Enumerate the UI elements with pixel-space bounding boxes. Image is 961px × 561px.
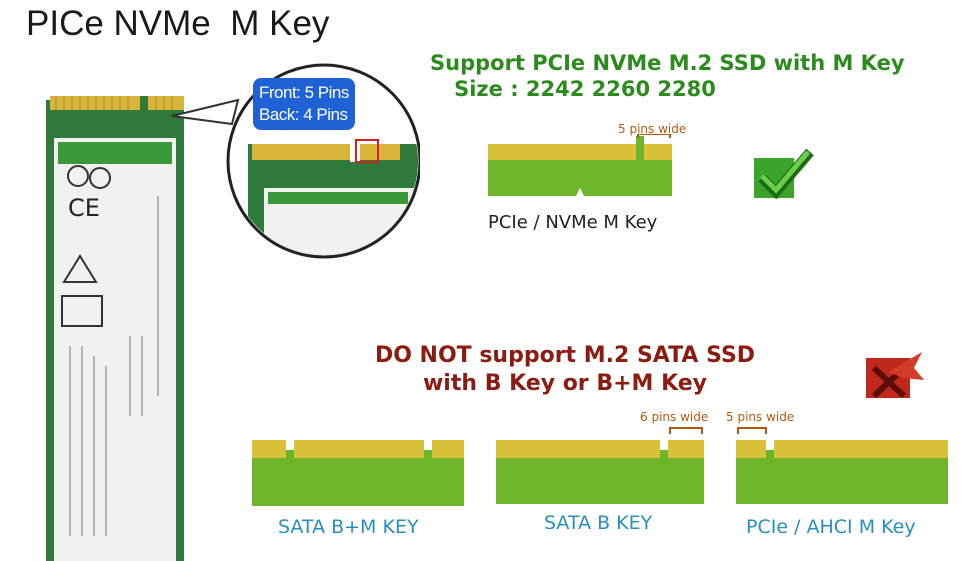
b-key-label: SATA B KEY: [544, 512, 653, 534]
page-title: PICe NVMe M Key: [26, 4, 330, 43]
m-key-pins-note: 5 pins wide: [618, 122, 687, 136]
m-key-label: PCIe / NVMe M Key: [488, 212, 658, 233]
svg-text:CE: CE: [68, 194, 100, 222]
b-key-connector: [496, 427, 704, 504]
bm-key-label: SATA B+M KEY: [278, 516, 419, 538]
cross-icon: [866, 352, 924, 399]
size-heading: Size : 2242 2260 2280: [454, 77, 716, 101]
ahci-m-key-label: PCIe / AHCI M Key: [746, 516, 916, 538]
ahci-m-key-connector: [736, 427, 948, 504]
pins-callout: Front: 5 Pins Back: 4 Pins: [253, 78, 355, 130]
not-support-heading: DO NOT support M.2 SATA SSD: [374, 343, 756, 368]
front-pins-text: Front: 5 Pins: [259, 83, 349, 102]
m-key-connector: [488, 134, 672, 196]
back-pins-text: Back: 4 Pins: [259, 105, 348, 124]
ssd-image: CE: [46, 96, 184, 561]
check-icon: [754, 148, 814, 200]
bm-key-connector: [252, 440, 464, 506]
ahci-m-key-pins-note: 5 pins wide: [726, 410, 795, 424]
key-type-heading: with B Key or B+M Key: [422, 371, 707, 396]
b-key-pins-note: 6 pins wide: [640, 410, 709, 424]
support-heading: Support PCIe NVMe M.2 SSD with M Key: [430, 51, 905, 75]
